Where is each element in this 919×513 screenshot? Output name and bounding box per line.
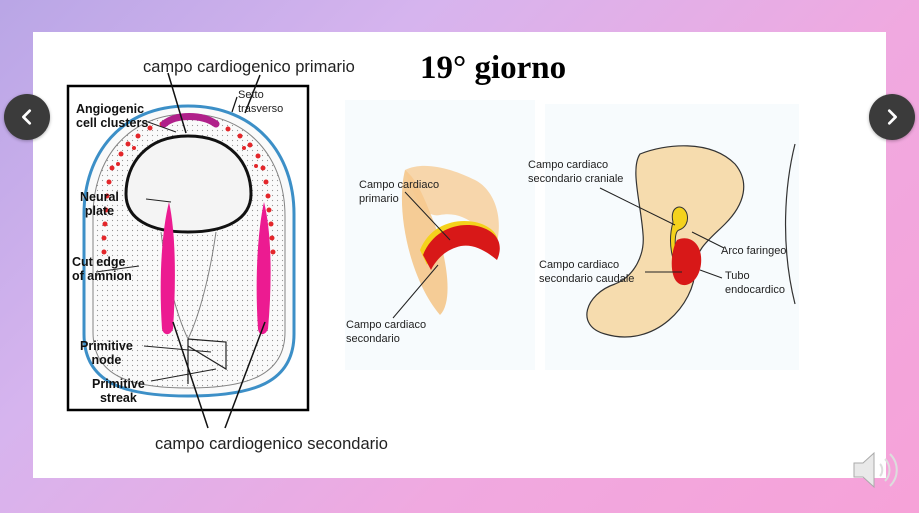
label-craniale-2: secondario craniale bbox=[528, 173, 624, 185]
label-setto: Setto trasverso bbox=[238, 88, 283, 116]
label-neural-1: Neural bbox=[80, 190, 119, 204]
previous-slide-button[interactable] bbox=[4, 94, 50, 140]
label-primario-2: primario bbox=[359, 193, 399, 205]
label-secondary-field: campo cardiogenico secondario bbox=[155, 435, 388, 453]
label-cut-edge: Cut edge of amnion bbox=[72, 255, 132, 283]
label-neural-plate: Neural plate bbox=[80, 190, 119, 218]
label-caudale-2: secondario caudale bbox=[539, 273, 635, 285]
chevron-right-icon bbox=[887, 109, 897, 125]
label-angiogenic-2: cell clusters bbox=[76, 116, 149, 130]
label-campo-craniale: Campo cardiaco secondario craniale bbox=[528, 158, 623, 186]
label-secondario-1: Campo cardiaco bbox=[346, 319, 427, 331]
label-tubo-2: endocardico bbox=[725, 284, 785, 296]
label-primitive-node: Primitive node bbox=[80, 339, 133, 367]
embryo-sagittal-figure bbox=[545, 104, 799, 370]
chevron-left-icon bbox=[22, 109, 32, 125]
label-tubo-endocardico: Tubo endocardico bbox=[725, 269, 785, 297]
label-cut-2: of amnion bbox=[72, 269, 132, 283]
label-caudale-1: Campo cardiaco bbox=[539, 259, 620, 271]
label-primario-1: Campo cardiaco bbox=[359, 179, 440, 191]
label-node-1: Primitive bbox=[80, 339, 133, 353]
label-setto-2: trasverso bbox=[238, 103, 284, 115]
label-streak-2: streak bbox=[99, 391, 137, 405]
slide-title: 19° giorno bbox=[420, 50, 567, 86]
label-primitive-streak: Primitive streak bbox=[92, 377, 145, 405]
label-tubo-1: Tubo bbox=[725, 270, 750, 282]
label-streak-1: Primitive bbox=[92, 377, 145, 391]
embryo-disc-figure bbox=[66, 84, 310, 412]
label-angiogenic: Angiogenic cell clusters bbox=[76, 102, 148, 130]
label-angiogenic-1: Angiogenic bbox=[76, 102, 145, 116]
label-setto-1: Setto bbox=[238, 89, 264, 101]
label-campo-secondario: Campo cardiaco secondario bbox=[346, 318, 426, 346]
label-node-2: node bbox=[91, 353, 122, 367]
label-secondario-2: secondario bbox=[346, 333, 400, 345]
cardiac-crescent-figure bbox=[345, 100, 535, 370]
label-cut-1: Cut edge bbox=[72, 255, 126, 269]
label-craniale-1: Campo cardiaco bbox=[528, 159, 609, 171]
label-arco-faringeo: Arco faringeo bbox=[721, 245, 787, 257]
label-campo-caudale: Campo cardiaco secondario caudale bbox=[539, 258, 634, 286]
next-slide-button[interactable] bbox=[869, 94, 915, 140]
audio-button[interactable] bbox=[850, 448, 904, 492]
label-campo-primario: Campo cardiaco primario bbox=[359, 178, 439, 206]
speaker-icon bbox=[853, 451, 898, 489]
label-primary-field: campo cardiogenico primario bbox=[143, 58, 355, 76]
label-neural-2: plate bbox=[84, 204, 115, 218]
